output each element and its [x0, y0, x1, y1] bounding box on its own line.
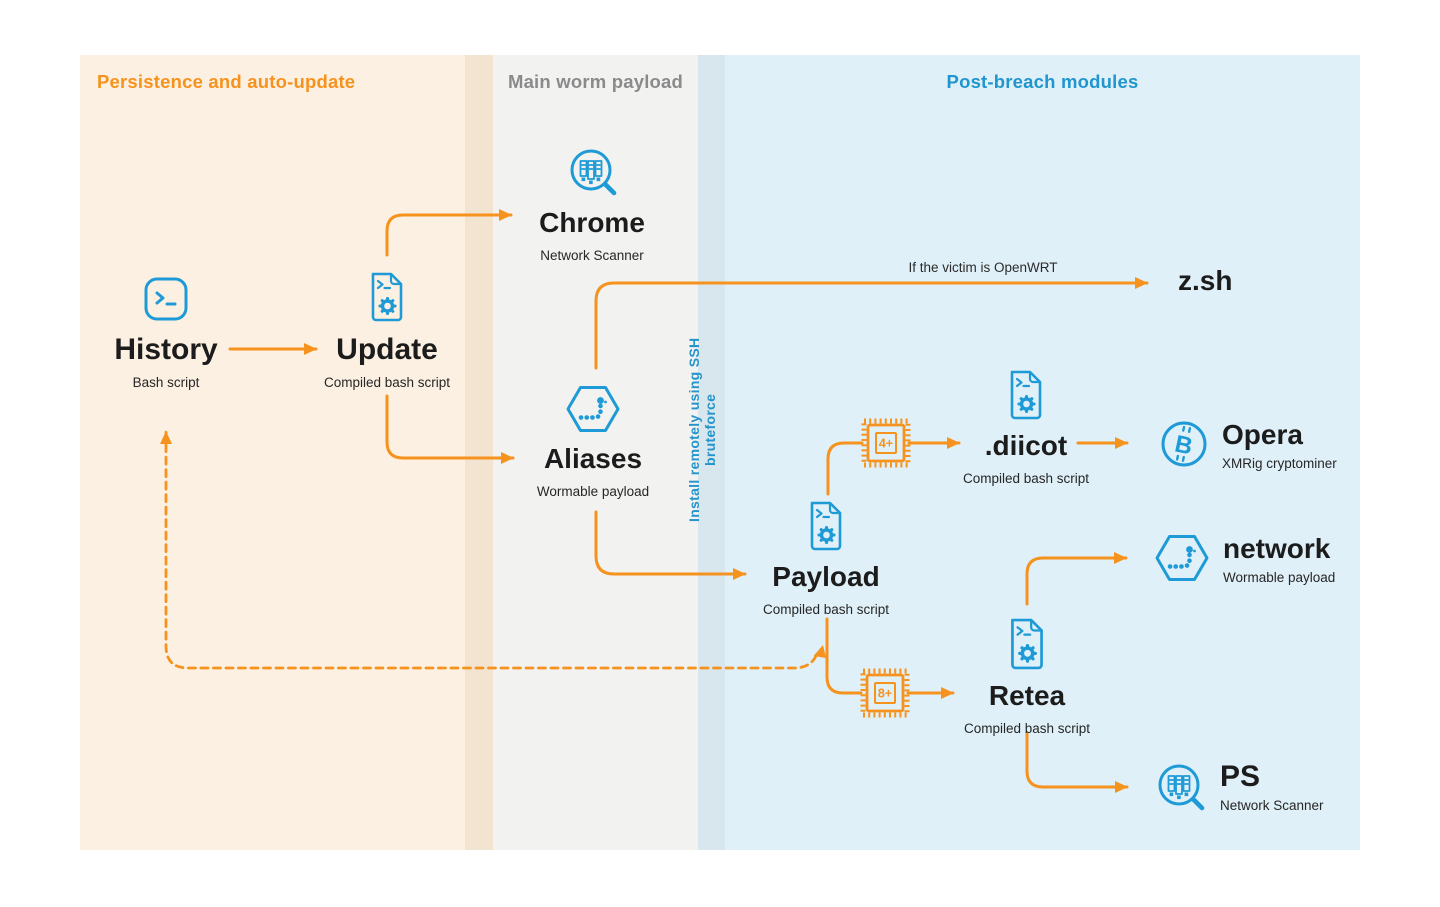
node-aliases: Aliases Wormable payload — [493, 385, 693, 500]
node-history: History Bash script — [66, 276, 266, 391]
network-scanner-icon — [566, 145, 618, 197]
network-scanner-icon — [1154, 760, 1206, 812]
node-title: Retea — [988, 680, 1066, 711]
node-retea: Retea Compiled bash script — [927, 618, 1127, 737]
section-title-persistence: Persistence and auto-update — [97, 71, 356, 92]
script-gear-icon — [1010, 370, 1042, 420]
node-subtitle: Wormable payload — [1223, 569, 1336, 585]
node-title: Opera — [1222, 419, 1303, 450]
persistence-edge-strip — [465, 55, 493, 850]
node-title: Update — [336, 333, 438, 366]
edge-condition-label: If the victim is OpenWRT — [908, 260, 1058, 275]
script-gear-icon — [810, 501, 842, 551]
node-ps: PS Network Scanner — [1154, 760, 1324, 814]
node-subtitle: Wormable payload — [536, 483, 650, 499]
node-title: network — [1223, 533, 1331, 564]
node-subtitle: Bash script — [132, 375, 200, 390]
node-update: Update Compiled bash script — [287, 272, 487, 391]
node-subtitle: Compiled bash script — [963, 720, 1091, 736]
node-chrome: Chrome Network Scanner — [492, 145, 692, 264]
worm-hexagon-icon — [1155, 534, 1209, 582]
bitcoin-icon — [1161, 421, 1207, 467]
node-subtitle: Compiled bash script — [762, 601, 890, 617]
worm-hexagon-icon — [566, 385, 620, 433]
node-zsh: z.sh — [1178, 265, 1233, 297]
script-gear-icon — [1010, 618, 1044, 670]
node-title: z.sh — [1178, 265, 1233, 296]
section-title-postbreach: Post-breach modules — [946, 71, 1139, 92]
terminal-icon — [144, 277, 188, 321]
node-subtitle: XMRig cryptominer — [1222, 455, 1337, 471]
node-title: PS — [1220, 760, 1261, 793]
script-gear-icon — [371, 272, 403, 322]
node-opera: Opera XMRig cryptominer — [1160, 419, 1337, 472]
node-subtitle: Network Scanner — [1220, 798, 1324, 813]
node-title: Payload — [772, 561, 880, 592]
node-subtitle: Compiled bash script — [962, 470, 1090, 486]
node-title: History — [114, 333, 218, 366]
section-title-worm: Main worm payload — [507, 71, 684, 92]
node-title: .diicot — [984, 430, 1068, 461]
node-title: Aliases — [543, 443, 643, 474]
node-payload: Payload Compiled bash script — [726, 501, 926, 618]
node-subtitle: Compiled bash script — [323, 375, 451, 390]
node-diicot: .diicot Compiled bash script — [926, 370, 1126, 487]
section-persistence-band — [80, 55, 465, 850]
node-subtitle: Network Scanner — [540, 247, 644, 263]
node-title: Chrome — [539, 207, 645, 238]
node-network: network Wormable payload — [1155, 533, 1336, 586]
